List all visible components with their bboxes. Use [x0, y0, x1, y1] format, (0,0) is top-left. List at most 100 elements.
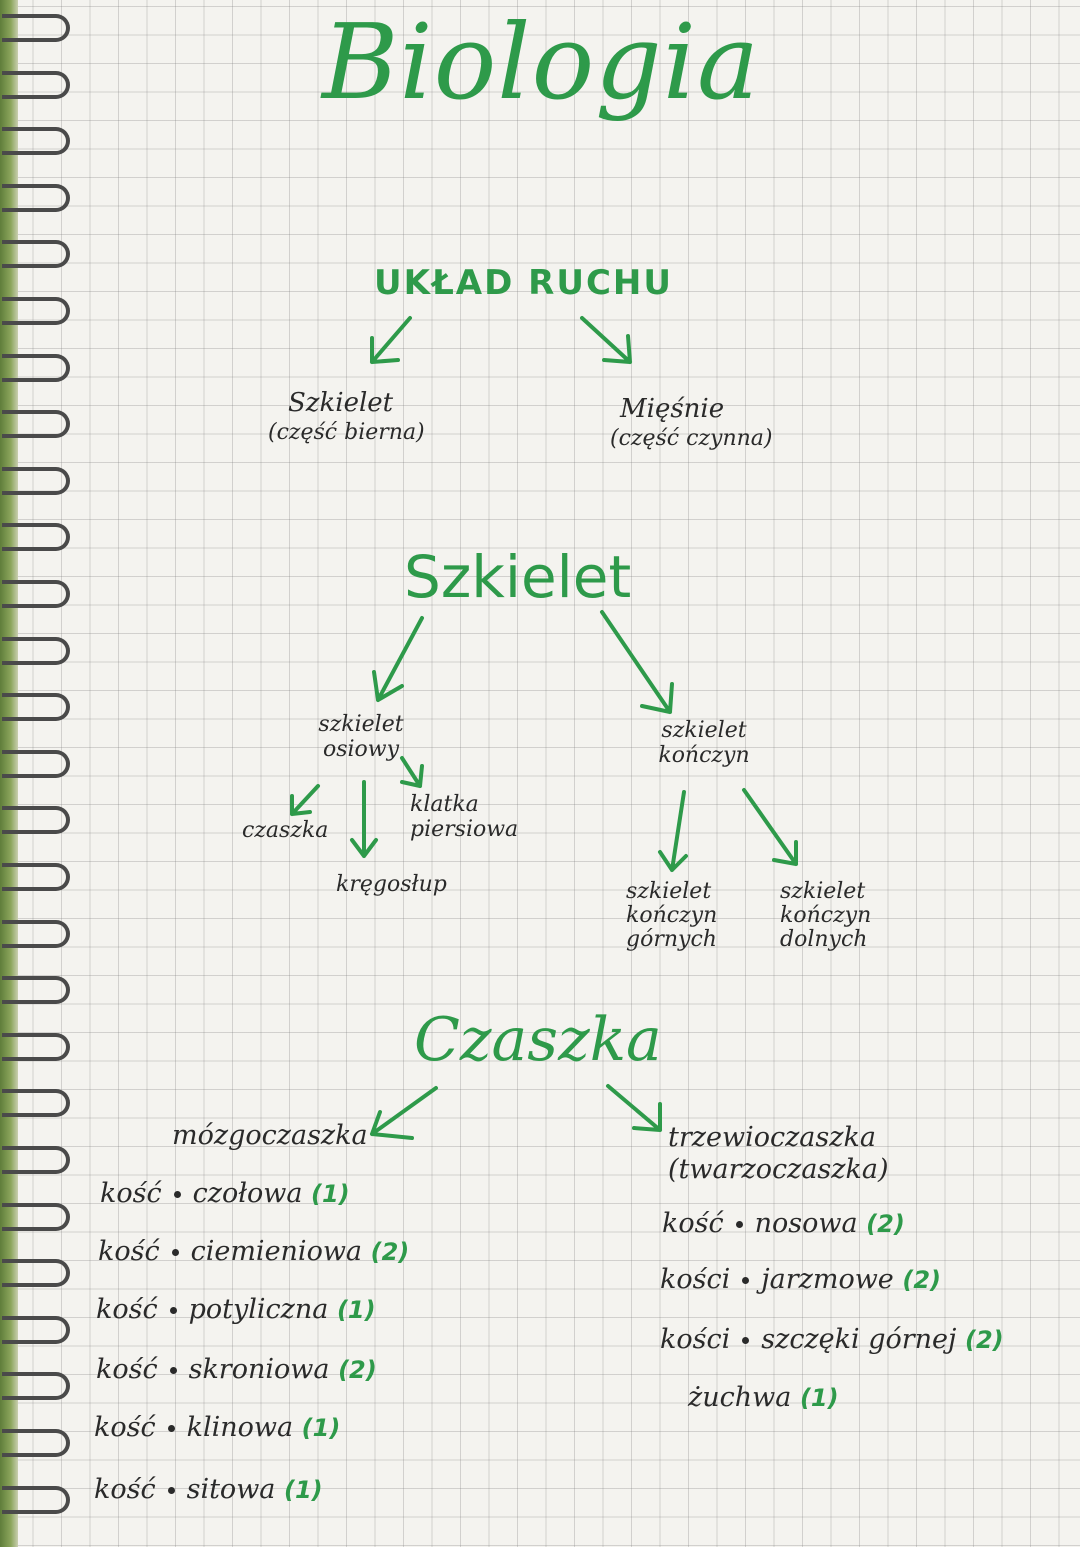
szkielet-label: Szkielet	[288, 388, 394, 418]
spiral-ring	[2, 70, 70, 99]
list-item: kości jarzmowe (2)	[660, 1266, 941, 1293]
bone-count: (2)	[902, 1266, 942, 1294]
bullet-icon	[173, 1191, 181, 1198]
bone-count: (1)	[336, 1296, 376, 1324]
miesnie-note: (część czynna)	[610, 426, 773, 451]
bone-name: sitowa	[186, 1474, 276, 1505]
bone-count: (1)	[311, 1180, 350, 1208]
spiral-ring	[2, 1259, 70, 1288]
list-item: kość ciemieniowa (2)	[98, 1238, 409, 1265]
arrow-to-konczyn	[600, 610, 674, 714]
list-item: kość skroniowa (2)	[96, 1356, 377, 1383]
arrow-to-mozgoczaszka	[370, 1086, 438, 1140]
bullet-icon	[167, 1425, 175, 1432]
bullet-icon	[167, 1487, 175, 1494]
szkielet-note: (część bierna)	[268, 420, 425, 445]
bullet-icon	[742, 1337, 750, 1344]
bone-count: (1)	[799, 1384, 839, 1412]
bullet-icon	[735, 1221, 743, 1228]
list-item: kość nosowa (2)	[662, 1210, 905, 1237]
bone-name: szczęki górnej	[761, 1324, 957, 1355]
spiral-ring	[2, 1372, 70, 1401]
bone-prefix: kość	[98, 1236, 160, 1267]
spiral-ring	[2, 523, 70, 552]
list-item: kość sitowa (1)	[94, 1476, 323, 1503]
arrow-to-konczyn-dolne	[742, 788, 798, 866]
trzewioczaszka-title: trzewioczaszka	[668, 1122, 876, 1153]
list-item: kość klinowa (1)	[94, 1414, 340, 1441]
spiral-ring	[2, 1032, 70, 1061]
spiral-ring	[2, 636, 70, 665]
spiral-ring	[2, 919, 70, 948]
spiral-ring	[2, 749, 70, 778]
spiral-ring	[2, 297, 70, 325]
arrow-to-konczyn-gorne	[658, 790, 688, 872]
arrow-to-trzewioczaszka	[606, 1084, 662, 1132]
spiral-ring	[2, 806, 70, 835]
arrow-to-kregoslup	[350, 780, 378, 858]
bone-name: ciemieniowa	[190, 1236, 363, 1267]
spiral-ring	[2, 1429, 70, 1457]
konczyn-dolne-label: szkielet kończyn dolnych	[780, 879, 872, 953]
list-item: kości szczęki górnej (2)	[660, 1326, 1004, 1353]
czaszka-child-label: czaszka	[242, 818, 329, 843]
bone-count: (2)	[965, 1326, 1004, 1354]
bone-name: czołowa	[192, 1178, 303, 1209]
spiral-ring	[2, 14, 70, 42]
bullet-icon	[169, 1367, 177, 1374]
bullet-icon	[171, 1249, 179, 1256]
spiral-ring	[2, 1485, 70, 1514]
bone-prefix: kość	[96, 1354, 158, 1385]
spiral-ring	[2, 183, 70, 212]
miesnie-label: Mięśnie	[620, 394, 725, 424]
bone-prefix: kość	[94, 1474, 156, 1505]
szkielet-heading: Szkielet	[404, 543, 632, 611]
bone-name: nosowa	[754, 1208, 858, 1239]
spiral-ring	[2, 1315, 70, 1344]
bone-prefix: kości	[660, 1264, 731, 1295]
list-item: żuchwa (1)	[688, 1384, 839, 1411]
arrow-to-czaszka	[290, 784, 320, 816]
uklad-ruchu-heading: UKŁAD RUCHU	[374, 263, 673, 303]
spiral-ring	[2, 127, 70, 156]
spiral-ring	[2, 410, 70, 439]
bone-count: (1)	[301, 1414, 341, 1442]
bone-prefix: kość	[662, 1208, 724, 1239]
spiral-ring	[2, 863, 70, 891]
bone-count: (2)	[866, 1210, 905, 1238]
spiral-ring	[2, 1146, 70, 1174]
bone-count: (2)	[338, 1356, 377, 1384]
bone-count: (1)	[284, 1476, 323, 1504]
bone-name: żuchwa	[688, 1382, 792, 1413]
bone-prefix: kości	[660, 1324, 731, 1355]
bone-count: (2)	[370, 1238, 410, 1266]
spiral-ring	[2, 693, 70, 722]
bone-name: skroniowa	[188, 1354, 330, 1385]
czaszka-heading: Czaszka	[414, 1005, 662, 1075]
spiral-ring	[2, 580, 70, 608]
bone-prefix: kość	[100, 1178, 162, 1209]
arrow-to-miesnie	[580, 316, 632, 364]
spiral-ring	[2, 976, 70, 1005]
spiral-ring	[2, 466, 70, 495]
szkielet-konczyn-label: szkielet kończyn	[658, 718, 750, 769]
bullet-icon	[169, 1307, 177, 1314]
spiral-ring	[2, 1089, 70, 1118]
spiral-ring	[2, 353, 70, 382]
bone-prefix: kość	[96, 1294, 158, 1325]
bone-prefix: kość	[94, 1412, 156, 1443]
bone-name: jarzmowe	[761, 1264, 894, 1295]
twarzoczaszka-subtitle: (twarzoczaszka)	[668, 1154, 889, 1185]
kregoslup-label: kręgosłup	[336, 872, 447, 897]
arrow-to-osiowy	[372, 616, 424, 702]
spiral-ring	[2, 240, 70, 269]
bullet-icon	[742, 1277, 750, 1284]
klatka-piersiowa-label: klatka piersiowa	[410, 792, 519, 843]
spiral-ring	[2, 1202, 70, 1231]
page-title: Biologia	[322, 1, 761, 123]
szkielet-osiowy-label: szkielet osiowy	[318, 712, 404, 763]
bone-name: klinowa	[186, 1412, 294, 1443]
